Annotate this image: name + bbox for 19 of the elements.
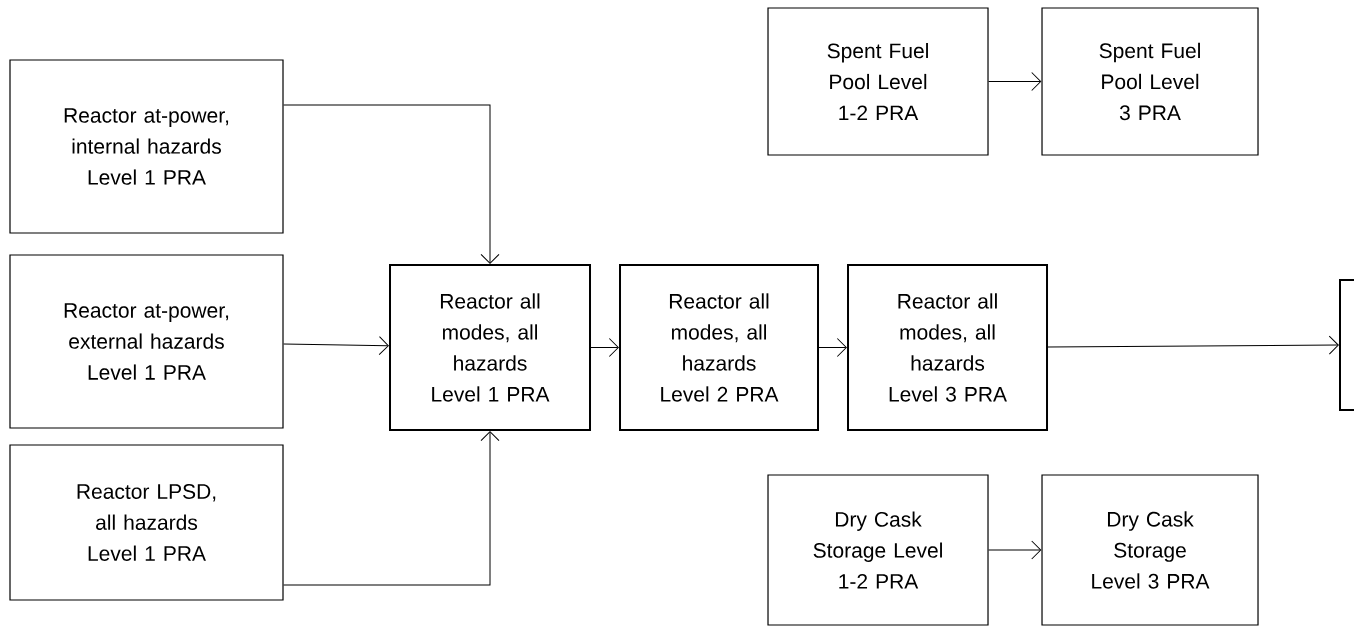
process-box: Reactor all modes, all hazards Level 3 PRA [847, 264, 1048, 431]
process-box: Reactor all modes, all hazards Level 2 PRA [619, 264, 819, 431]
process-box: Reactor LPSD, all hazards Level 1 PRA [9, 444, 284, 601]
process-box: Dry Cask Storage Level 3 PRA [1041, 474, 1259, 626]
process-box: Reactor at-power, external hazards Level 1 PRA [9, 254, 284, 429]
arrow [590, 338, 619, 357]
arrow [283, 104, 500, 264]
arrow [988, 72, 1042, 91]
process-box: Spent Fuel Pool Level 1-2 PRA [767, 7, 989, 156]
process-box [1339, 279, 1354, 411]
process-box: Reactor all modes, all hazards Level 1 PRA [389, 264, 591, 431]
arrow [818, 338, 847, 357]
arrow [283, 431, 500, 586]
process-box: Dry Cask Storage Level 1-2 PRA [767, 474, 989, 626]
process-box: Spent Fuel Pool Level 3 PRA [1041, 7, 1259, 156]
arrow [988, 540, 1042, 560]
process-box: Reactor at-power, internal hazards Level 1 PRA [9, 59, 284, 234]
arrow [1047, 335, 1339, 355]
arrow [283, 336, 389, 356]
